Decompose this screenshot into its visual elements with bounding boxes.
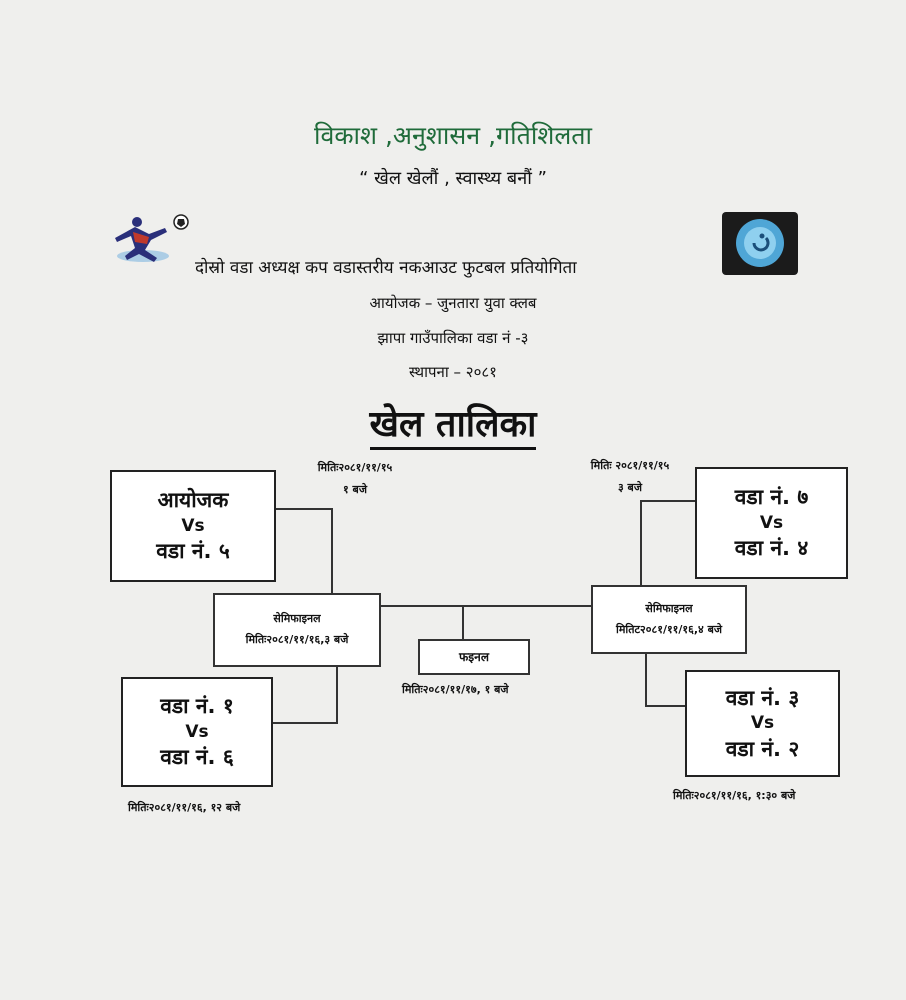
team-name: वडा नं. २ (725, 736, 800, 761)
semifinal-label: सेमिफाइनल (273, 612, 321, 626)
match-time: १ बजे (343, 483, 367, 496)
team-name: आयोजक (157, 488, 229, 513)
match-datetime: मितिः२०८१/११/१६, १२ बजे (128, 801, 241, 814)
connector-line (331, 508, 333, 594)
match-time: ३ बजे (618, 481, 642, 494)
team-name: वडा नं. ५ (156, 539, 230, 564)
team-name: वडा नं. ३ (725, 685, 800, 710)
match-date: मितिः२०८१/११/१५ (317, 461, 393, 474)
club-logo-icon (722, 212, 798, 275)
semifinal-datetime: मितिः२०८१/११/१६,३ बजे (245, 633, 349, 646)
match-box: वडा नं. १ Vs वडा नं. ६ (121, 677, 273, 787)
connector-line (275, 508, 333, 510)
semifinal-box-left: सेमिफाइनल मितिः२०८१/११/१६,३ बजे (213, 593, 381, 667)
connector-line (640, 500, 642, 586)
match-datetime: मितिः२०८१/११/१६, १:३० बजे (673, 789, 796, 802)
semifinal-box-right: सेमिफाइनल मितिट२०८१/११/१६,४ बजे (591, 585, 747, 654)
final-datetime: मितिः२०८१/११/१७, १ बजे (402, 683, 509, 696)
match-box: वडा नं. ७ Vs वडा नं. ४ (695, 467, 848, 579)
football-player-icon (105, 210, 195, 270)
match-box: वडा नं. ३ Vs वडा नं. २ (685, 670, 840, 777)
team-name: वडा नं. १ (160, 694, 234, 719)
connector-line (272, 722, 338, 724)
team-name: वडा नं. ६ (160, 745, 234, 770)
slogan: “ खेल खेलौं , स्वास्थ्य बनौं ” (359, 168, 547, 189)
team-name: वडा नं. ४ (734, 536, 809, 561)
motto: विकाश ,अनुशासन ,गतिशिलता (313, 121, 592, 150)
semifinal-datetime: मितिट२०८१/११/१६,४ बजे (615, 622, 723, 636)
final-label: फइनल (459, 649, 489, 664)
schedule-title: खेल तालिका (0, 398, 906, 450)
vs-label: Vs (181, 515, 205, 536)
match-box: आयोजक Vs वडा नं. ५ (110, 470, 276, 582)
semifinal-label: सेमिफाइनल (645, 601, 693, 615)
connector-line (645, 653, 647, 707)
address: झापा गाउँपालिका वडा नं -३ (377, 329, 529, 347)
vs-label: Vs (759, 512, 784, 533)
connector-line (645, 705, 687, 707)
final-box: फइनल (418, 639, 530, 675)
team-name: वडा नं. ७ (734, 485, 809, 510)
vs-label: Vs (185, 721, 209, 742)
established-year: स्थापना – २०८१ (409, 363, 497, 381)
connector-line (380, 605, 593, 607)
connector-line (462, 605, 464, 640)
connector-line (640, 500, 697, 502)
organizer: आयोजक – जुनतारा युवा क्लब (369, 294, 537, 312)
match-date: मितिः २०८१/११/१५ (590, 459, 670, 472)
vs-label: Vs (750, 713, 775, 734)
connector-line (336, 666, 338, 724)
tournament-name: दोस्रो वडा अध्यक्ष कप वडास्तरीय नकआउट फु… (195, 258, 577, 278)
